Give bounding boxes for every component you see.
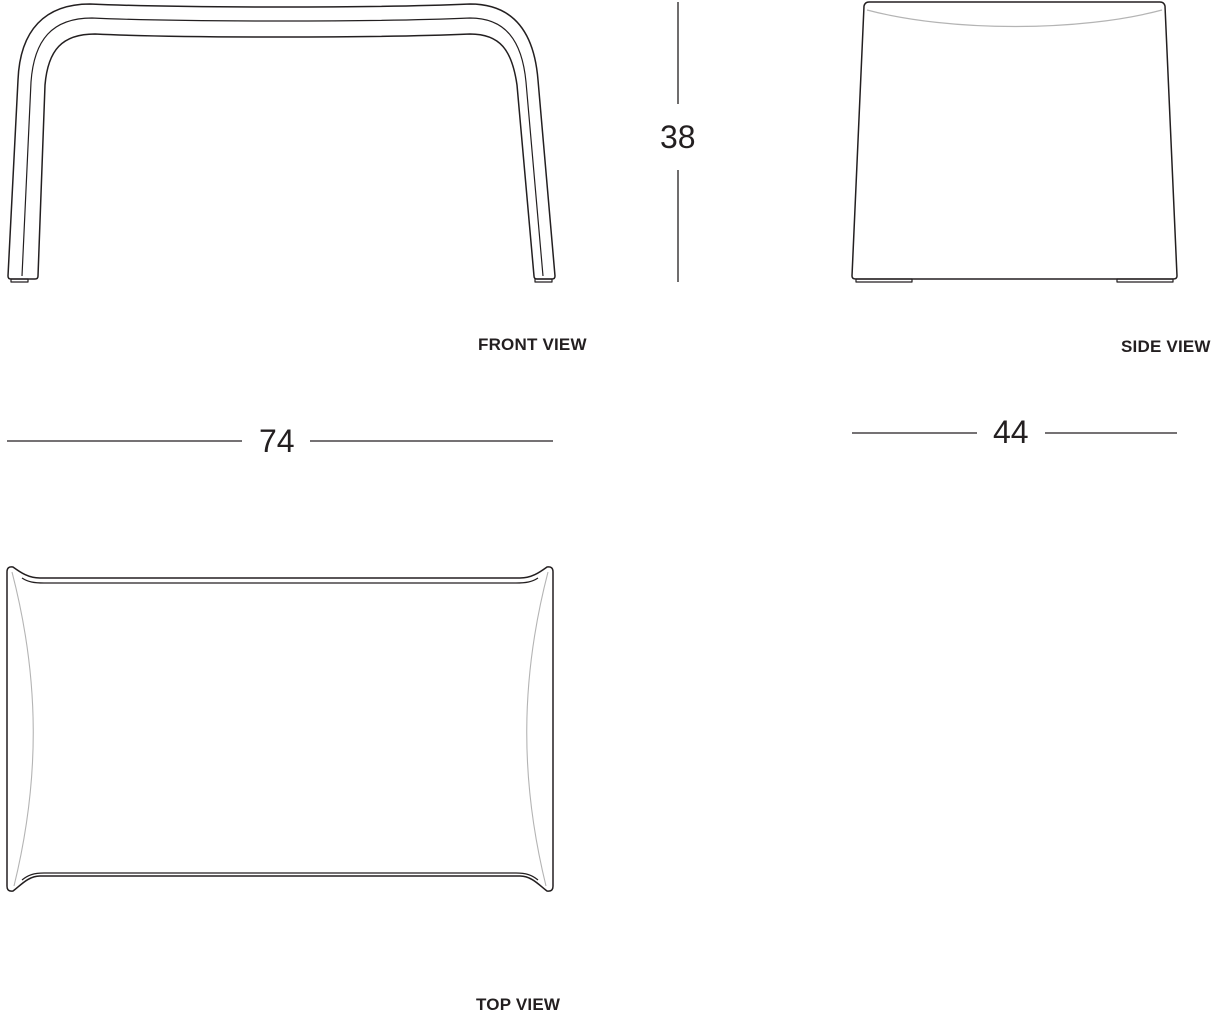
top-view-left-hidden-curve xyxy=(11,571,34,887)
front-view-right-foot xyxy=(534,278,553,283)
side-view-seat-curve xyxy=(866,9,1163,28)
side-view-label: SIDE VIEW xyxy=(1121,337,1211,356)
top-view-label: TOP VIEW xyxy=(476,995,561,1014)
front-view-outer-contour xyxy=(7,3,556,280)
front-view-label: FRONT VIEW xyxy=(478,335,587,354)
side-view-outer-contour xyxy=(851,1,1178,280)
top-view-outer-contour xyxy=(6,566,554,892)
front-view-drawing xyxy=(7,3,556,283)
height-dimension-value: 38 xyxy=(660,119,696,155)
side-view-right-foot xyxy=(1116,278,1174,283)
front-view-inner-contour xyxy=(21,17,544,277)
top-view-front-edge xyxy=(21,577,539,584)
top-view-back-edge xyxy=(21,872,539,881)
side-view-left-foot xyxy=(855,278,913,283)
side-view-drawing xyxy=(851,1,1178,283)
front-width-dimension-value: 74 xyxy=(259,423,295,459)
top-view-right-hidden-curve xyxy=(526,571,549,887)
side-depth-dimension-value: 44 xyxy=(993,414,1029,450)
front-view-left-foot xyxy=(10,278,29,283)
top-view-drawing xyxy=(6,566,554,892)
